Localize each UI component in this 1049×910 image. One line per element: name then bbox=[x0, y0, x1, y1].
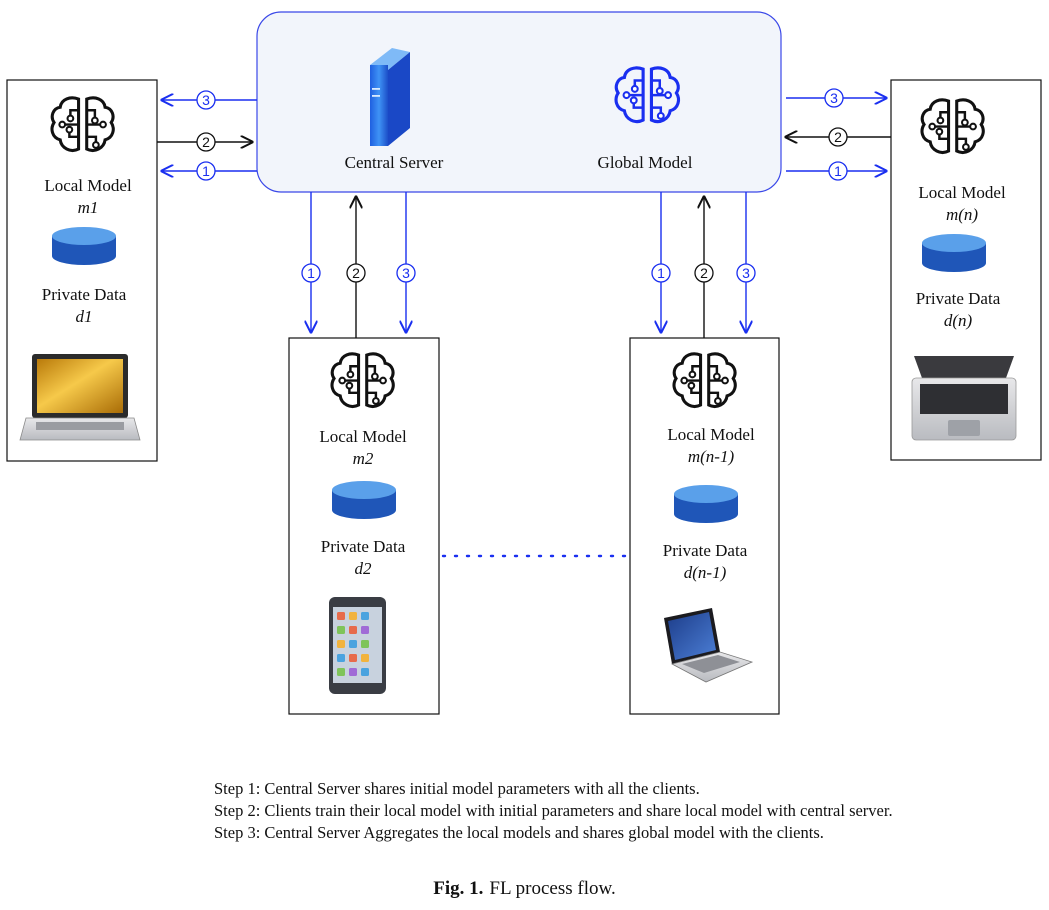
database-icon bbox=[332, 481, 396, 519]
svg-text:2: 2 bbox=[700, 265, 708, 281]
database-icon bbox=[674, 485, 738, 523]
step-badge-2: 2 bbox=[828, 127, 848, 147]
phone-icon bbox=[329, 597, 386, 694]
step-badge-1: 1 bbox=[651, 263, 671, 283]
client-data-label: Private Data bbox=[321, 537, 406, 556]
global-model-label: Global Model bbox=[598, 153, 693, 172]
step-badge-1: 1 bbox=[301, 263, 321, 283]
svg-text:3: 3 bbox=[402, 265, 410, 281]
step-badge-3: 3 bbox=[736, 263, 756, 283]
server-label: Central Server bbox=[345, 153, 444, 172]
client-data-label: Private Data bbox=[916, 289, 1001, 308]
client-model-label: Local Model bbox=[44, 176, 132, 195]
brain-icon bbox=[920, 98, 985, 154]
client-data-label: Private Data bbox=[42, 285, 127, 304]
step-badge-2: 2 bbox=[196, 132, 216, 152]
laptop-icon bbox=[664, 608, 754, 683]
database-icon bbox=[922, 234, 986, 272]
client-model-label: Local Model bbox=[667, 425, 755, 444]
figure-caption: Fig. 1.FL process flow. bbox=[0, 878, 1049, 900]
figure-caption-text: FL process flow. bbox=[489, 878, 616, 899]
svg-text:3: 3 bbox=[742, 265, 750, 281]
step-badge-3: 3 bbox=[196, 90, 216, 110]
brain-icon bbox=[614, 66, 681, 124]
laptop-icon bbox=[911, 356, 1017, 441]
svg-text:1: 1 bbox=[202, 163, 210, 179]
client-data-label: Private Data bbox=[663, 541, 748, 560]
brain-icon bbox=[672, 352, 737, 408]
client-data-id: d(n-1) bbox=[684, 563, 727, 582]
svg-text:3: 3 bbox=[202, 92, 210, 108]
client-model-id: m(n) bbox=[946, 205, 978, 224]
steps-list: Step 1: Central Server shares initial mo… bbox=[214, 778, 1034, 844]
step-badge-2: 2 bbox=[346, 263, 366, 283]
client-model-id: m(n-1) bbox=[688, 447, 735, 466]
client-model-label: Local Model bbox=[918, 183, 1006, 202]
svg-text:3: 3 bbox=[830, 90, 838, 106]
step-1-text: Step 1: Central Server shares initial mo… bbox=[214, 779, 700, 798]
step-badge-3: 3 bbox=[396, 263, 416, 283]
step-2-text: Step 2: Clients train their local model … bbox=[214, 801, 893, 820]
central-server-box bbox=[256, 11, 782, 193]
svg-text:1: 1 bbox=[834, 163, 842, 179]
client-data-id: d2 bbox=[355, 559, 373, 578]
brain-icon bbox=[50, 96, 115, 152]
server-icon bbox=[370, 48, 410, 146]
step-badge-2: 2 bbox=[694, 263, 714, 283]
step-badge-3: 3 bbox=[824, 88, 844, 108]
client-model-id: m2 bbox=[353, 449, 374, 468]
laptop-icon bbox=[19, 354, 141, 441]
step-badge-1: 1 bbox=[828, 161, 848, 181]
figure-caption-prefix: Fig. 1. bbox=[433, 878, 484, 899]
svg-text:2: 2 bbox=[352, 265, 360, 281]
client-data-id: d(n) bbox=[944, 311, 973, 330]
step-3-text: Step 3: Central Server Aggregates the lo… bbox=[214, 823, 824, 842]
svg-text:1: 1 bbox=[307, 265, 315, 281]
client-model-id: m1 bbox=[78, 198, 99, 217]
client-data-id: d1 bbox=[76, 307, 93, 326]
svg-text:2: 2 bbox=[834, 129, 842, 145]
database-icon bbox=[52, 227, 116, 265]
client-model-label: Local Model bbox=[319, 427, 407, 446]
step-badge-1: 1 bbox=[196, 161, 216, 181]
svg-text:1: 1 bbox=[657, 265, 665, 281]
brain-icon bbox=[330, 352, 395, 408]
svg-text:2: 2 bbox=[202, 134, 210, 150]
